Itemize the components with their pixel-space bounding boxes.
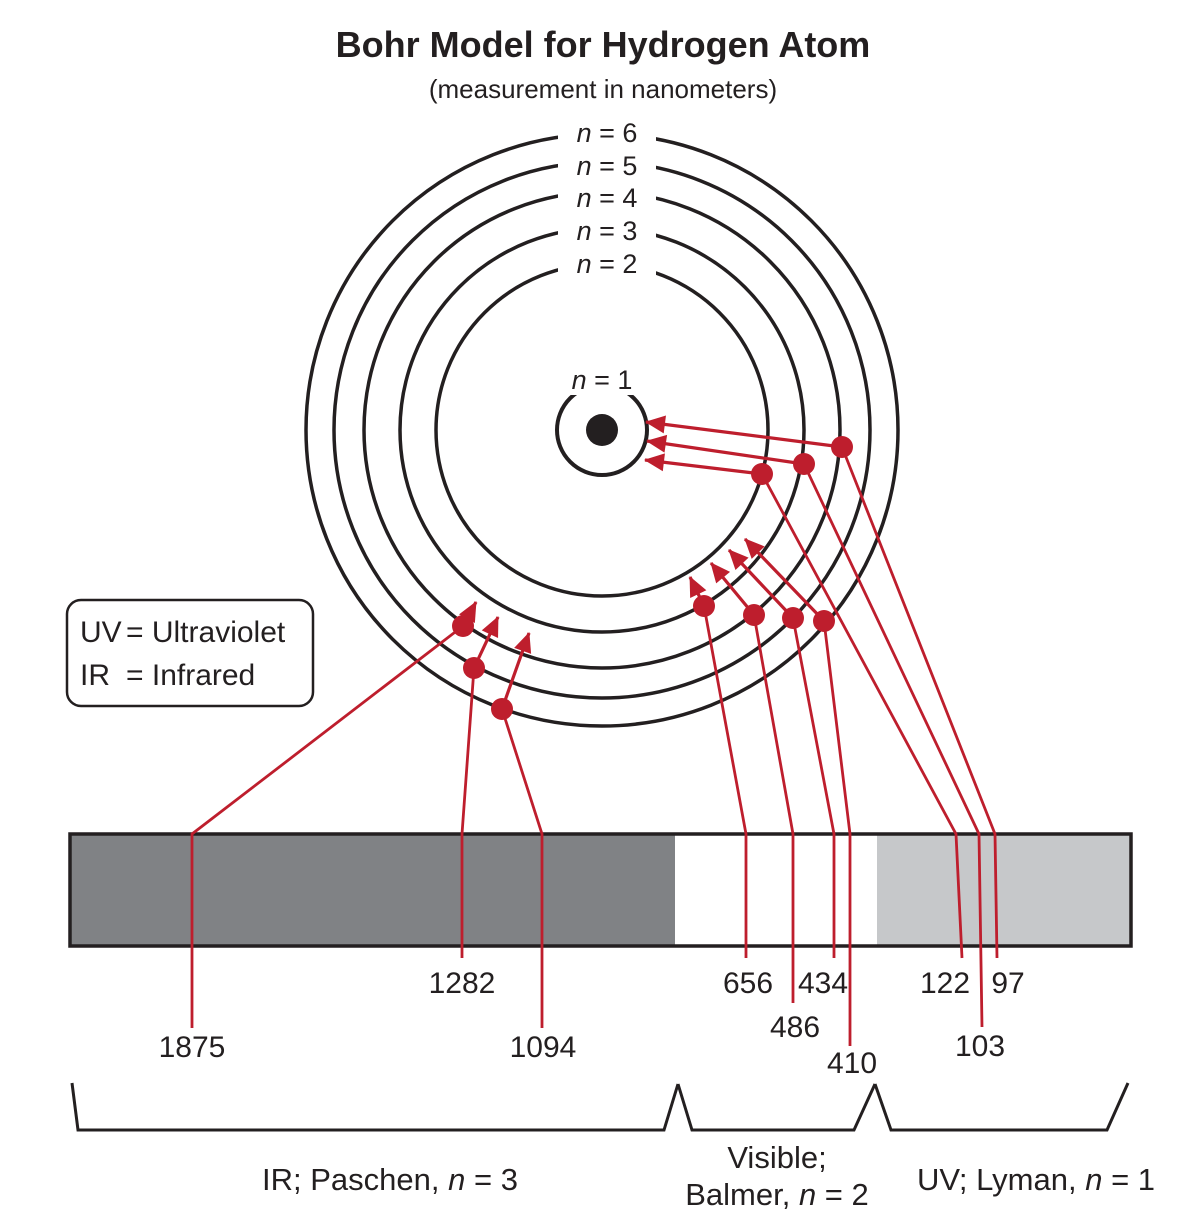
arrow-2to1 bbox=[644, 453, 763, 476]
electron-dot-lyman-n4 bbox=[831, 436, 853, 458]
wavelength-1094: 1094 bbox=[510, 1031, 577, 1064]
wavelength-410: 410 bbox=[827, 1047, 877, 1080]
orbit-label-n2: n = 2 bbox=[577, 249, 638, 279]
wavelength-656: 656 bbox=[723, 967, 773, 1000]
wavelength-labels: 1875 1282 1094 656 486 434 410 122 103 9… bbox=[159, 967, 1025, 1080]
legend-uv-line: UV= Ultraviolet bbox=[80, 616, 286, 649]
series-label-paschen: IR; Paschen, n = 3 bbox=[262, 1162, 518, 1197]
legend-box bbox=[65, 598, 315, 708]
page-subtitle: (measurement in nanometers) bbox=[429, 74, 777, 104]
electron-dot-paschen-n4 bbox=[452, 615, 474, 637]
electron-dot-lyman-n3 bbox=[793, 453, 815, 475]
connector-656 bbox=[702, 605, 748, 958]
wavelength-434: 434 bbox=[798, 967, 848, 1000]
gap-n6 bbox=[558, 117, 656, 149]
gap-n5 bbox=[558, 151, 656, 182]
connector-97 bbox=[840, 446, 999, 959]
electron-dot-balmer-n6 bbox=[813, 610, 835, 632]
connector-103 bbox=[802, 463, 984, 1028]
uv-band bbox=[877, 834, 1131, 946]
spectrum-bar bbox=[68, 832, 1133, 948]
gap-n3 bbox=[558, 217, 656, 247]
arrow-6to3 bbox=[500, 632, 532, 710]
electron-dot-paschen-n6 bbox=[491, 698, 513, 720]
arrow-4to1 bbox=[645, 415, 843, 449]
series-brackets bbox=[70, 1082, 1130, 1132]
electron-dot-balmer-n4 bbox=[743, 604, 765, 626]
connector-1094 bbox=[500, 708, 544, 1028]
orbit-label-n6: n = 6 bbox=[577, 118, 638, 148]
series-label-lyman: UV; Lyman, n = 1 bbox=[917, 1162, 1155, 1197]
gap-n1 bbox=[561, 365, 643, 395]
visible-band bbox=[675, 834, 877, 946]
spectrum-bar-outline bbox=[68, 832, 1133, 948]
connector-1875 bbox=[190, 624, 464, 1028]
orbit-label-n3: n = 3 bbox=[577, 216, 638, 246]
wavelength-103: 103 bbox=[955, 1030, 1005, 1063]
orbit-label-gaps bbox=[558, 117, 656, 395]
page-title: Bohr Model for Hydrogen Atom bbox=[336, 24, 871, 65]
arrow-4to2 bbox=[709, 561, 756, 617]
wavelength-97: 97 bbox=[991, 967, 1024, 1000]
ir-band bbox=[70, 834, 675, 946]
orbit-label-n4: n = 4 bbox=[577, 183, 638, 213]
connector-122 bbox=[760, 473, 964, 959]
orbit-label-n1: n = 1 bbox=[572, 365, 633, 395]
series-labels: IR; Paschen, n = 3 Visible; Balmer, n = … bbox=[262, 1140, 1155, 1212]
orbit-label-n5: n = 5 bbox=[577, 151, 638, 181]
legend: UV= Ultraviolet IR= Infrared bbox=[65, 598, 315, 708]
electron-dots bbox=[452, 436, 853, 720]
series-label-balmer: Balmer, n = 2 bbox=[685, 1177, 869, 1212]
wavelength-connectors bbox=[190, 446, 999, 1046]
connector-486 bbox=[752, 614, 795, 1003]
arrow-5to2 bbox=[727, 548, 795, 620]
wavelength-1875: 1875 bbox=[159, 1031, 226, 1064]
legend-ir-line: IR= Infrared bbox=[80, 659, 255, 692]
electron-dot-balmer-n3 bbox=[693, 595, 715, 617]
orbit-labels: n = 6 n = 5 n = 4 n = 3 n = 2 n = 1 bbox=[572, 118, 638, 395]
gap-n4 bbox=[558, 184, 656, 214]
wavelength-122: 122 bbox=[920, 967, 970, 1000]
arrow-3to1 bbox=[646, 434, 805, 466]
bracket-paschen bbox=[70, 1082, 680, 1132]
wavelength-486: 486 bbox=[770, 1011, 820, 1044]
arrow-6to2 bbox=[743, 537, 826, 623]
electron-dot-paschen-n5 bbox=[463, 657, 485, 679]
series-label-visible: Visible; bbox=[727, 1140, 826, 1175]
connector-1282 bbox=[460, 667, 476, 958]
bracket-lyman bbox=[873, 1082, 1130, 1132]
connector-410 bbox=[822, 620, 852, 1046]
electron-dot-lyman-n2 bbox=[751, 463, 773, 485]
electron-dot-balmer-n5 bbox=[782, 607, 804, 629]
bracket-balmer bbox=[676, 1083, 877, 1132]
transition-arrows bbox=[459, 415, 843, 710]
nucleus-dot bbox=[586, 414, 618, 446]
gap-n2 bbox=[558, 250, 656, 280]
wavelength-1282: 1282 bbox=[429, 967, 496, 1000]
connector-434 bbox=[791, 617, 836, 958]
